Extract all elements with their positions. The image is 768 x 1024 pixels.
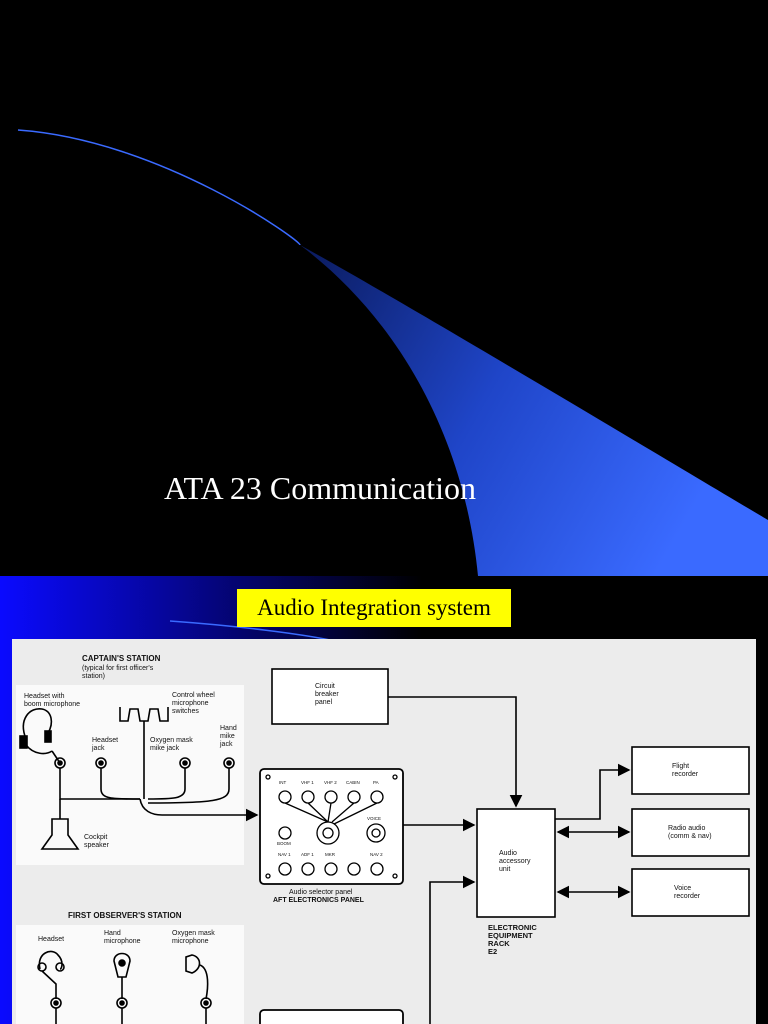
voice-recorder-label-2: recorder	[674, 893, 701, 900]
circuit-breaker-label-3: panel	[315, 699, 333, 706]
headset-icon	[22, 708, 53, 740]
voice-recorder-label-1: Voice	[674, 885, 691, 892]
connection-lines	[388, 696, 631, 1024]
oxygen-mask-icon	[185, 954, 201, 974]
radio-audio-label-2: (comm & nav)	[668, 833, 712, 840]
accessory-label-3: unit	[499, 866, 510, 873]
slide-title-banner: Audio Integration system	[237, 589, 511, 627]
panel-top-label: VHF 1	[301, 780, 314, 785]
audio-integration-diagram: CAPTAIN'S STATION (typical for first off…	[12, 639, 756, 1024]
slide-title: ATA 23 Communication	[163, 470, 477, 506]
accessory-label-1: Audio	[499, 850, 517, 857]
observer-station-heading: FIRST OBSERVER'S STATION	[68, 911, 182, 920]
decorative-swoosh	[17, 129, 768, 576]
rack-label-1: ELECTRONIC	[488, 923, 537, 932]
flight-recorder-box	[631, 746, 750, 795]
observer-hand-mic-label-2: microphone	[104, 938, 141, 945]
title-slide: ATA 23 Communication	[17, 129, 768, 576]
speaker-icon	[40, 818, 80, 850]
audio-selector-panel: INT VHF 1 VHF 2 CABIN PA NAV 1 ADF 1 MKR…	[259, 768, 404, 885]
headset-jack-label-1: Headset	[92, 737, 118, 744]
audio-accessory-unit-box	[476, 808, 556, 918]
control-wheel-label-3: switches	[172, 708, 199, 715]
second-audio-panel-partial	[259, 1009, 404, 1024]
captain-note-1: (typical for first officer's	[82, 665, 154, 672]
flight-recorder-label-2: recorder	[672, 771, 699, 778]
observer-oxygen-label-1: Oxygen mask	[172, 930, 215, 937]
panel-top-label: VHF 2	[324, 780, 337, 785]
decorative-arc	[169, 620, 331, 641]
panel-top-label: PA	[373, 780, 379, 785]
observer-station-drawing	[37, 950, 212, 1024]
audio-panel-caption-2: AFT ELECTRONICS PANEL	[273, 897, 365, 904]
oxygen-jack-label-2: mike jack	[150, 745, 180, 752]
panel-bottom-label: MKR	[325, 852, 336, 857]
control-wheel-label-1: Control wheel	[172, 692, 215, 699]
observer-headset-icon	[38, 950, 63, 970]
circuit-breaker-label-2: breaker	[315, 691, 339, 698]
panel-voice-label: VOICE	[367, 816, 381, 821]
circuit-breaker-label-1: Circuit	[315, 683, 335, 690]
headset-label-2: boom microphone	[24, 701, 80, 708]
hand-jack-label-3: jack	[219, 741, 233, 748]
panel-boom-label: BOOM	[277, 841, 291, 846]
speaker-label-1: Cockpit	[84, 834, 107, 841]
headset-label-1: Headset with	[24, 693, 65, 700]
hand-microphone-icon	[113, 952, 131, 978]
observer-oxygen-label-2: microphone	[172, 938, 209, 945]
oxygen-jack-label-1: Oxygen mask	[150, 737, 193, 744]
flight-recorder-label-1: Flight	[672, 763, 689, 770]
rack-label-3: RACK	[488, 939, 510, 948]
rack-label-2: EQUIPMENT	[488, 931, 533, 940]
hand-jack-label-1: Hand	[220, 725, 237, 732]
speaker-label-2: speaker	[84, 842, 110, 849]
voice-recorder-box	[631, 868, 750, 917]
rack-label-4: E2	[488, 947, 497, 956]
captain-note-2: station)	[82, 673, 105, 680]
captain-station-area	[16, 685, 244, 865]
captain-station-heading: CAPTAIN'S STATION	[82, 654, 161, 663]
radio-audio-box	[631, 808, 750, 857]
panel-top-label: CABIN	[346, 780, 360, 785]
hand-jack-label-2: mike	[220, 733, 235, 740]
control-wheel-label-2: microphone	[172, 700, 209, 707]
radio-audio-label-1: Radio audio	[668, 825, 705, 832]
accessory-label-2: accessory	[499, 858, 531, 865]
content-slide: Audio Integration system CAPTAIN'S STATI…	[0, 576, 768, 1024]
panel-bottom-label: NAV 1	[278, 852, 291, 857]
headset-jack-label-2: jack	[91, 745, 105, 752]
panel-bottom-label: NAV 2	[370, 852, 383, 857]
observer-headset-label: Headset	[38, 936, 64, 943]
circuit-breaker-box	[271, 668, 389, 725]
diagram-svg: CAPTAIN'S STATION (typical for first off…	[16, 654, 750, 1024]
audio-panel-caption-1: Audio selector panel	[289, 889, 353, 896]
panel-top-label: INT	[279, 780, 287, 785]
panel-bottom-label: ADF 1	[301, 852, 314, 857]
captain-station-drawing	[19, 707, 259, 850]
observer-hand-mic-label-1: Hand	[104, 930, 121, 937]
